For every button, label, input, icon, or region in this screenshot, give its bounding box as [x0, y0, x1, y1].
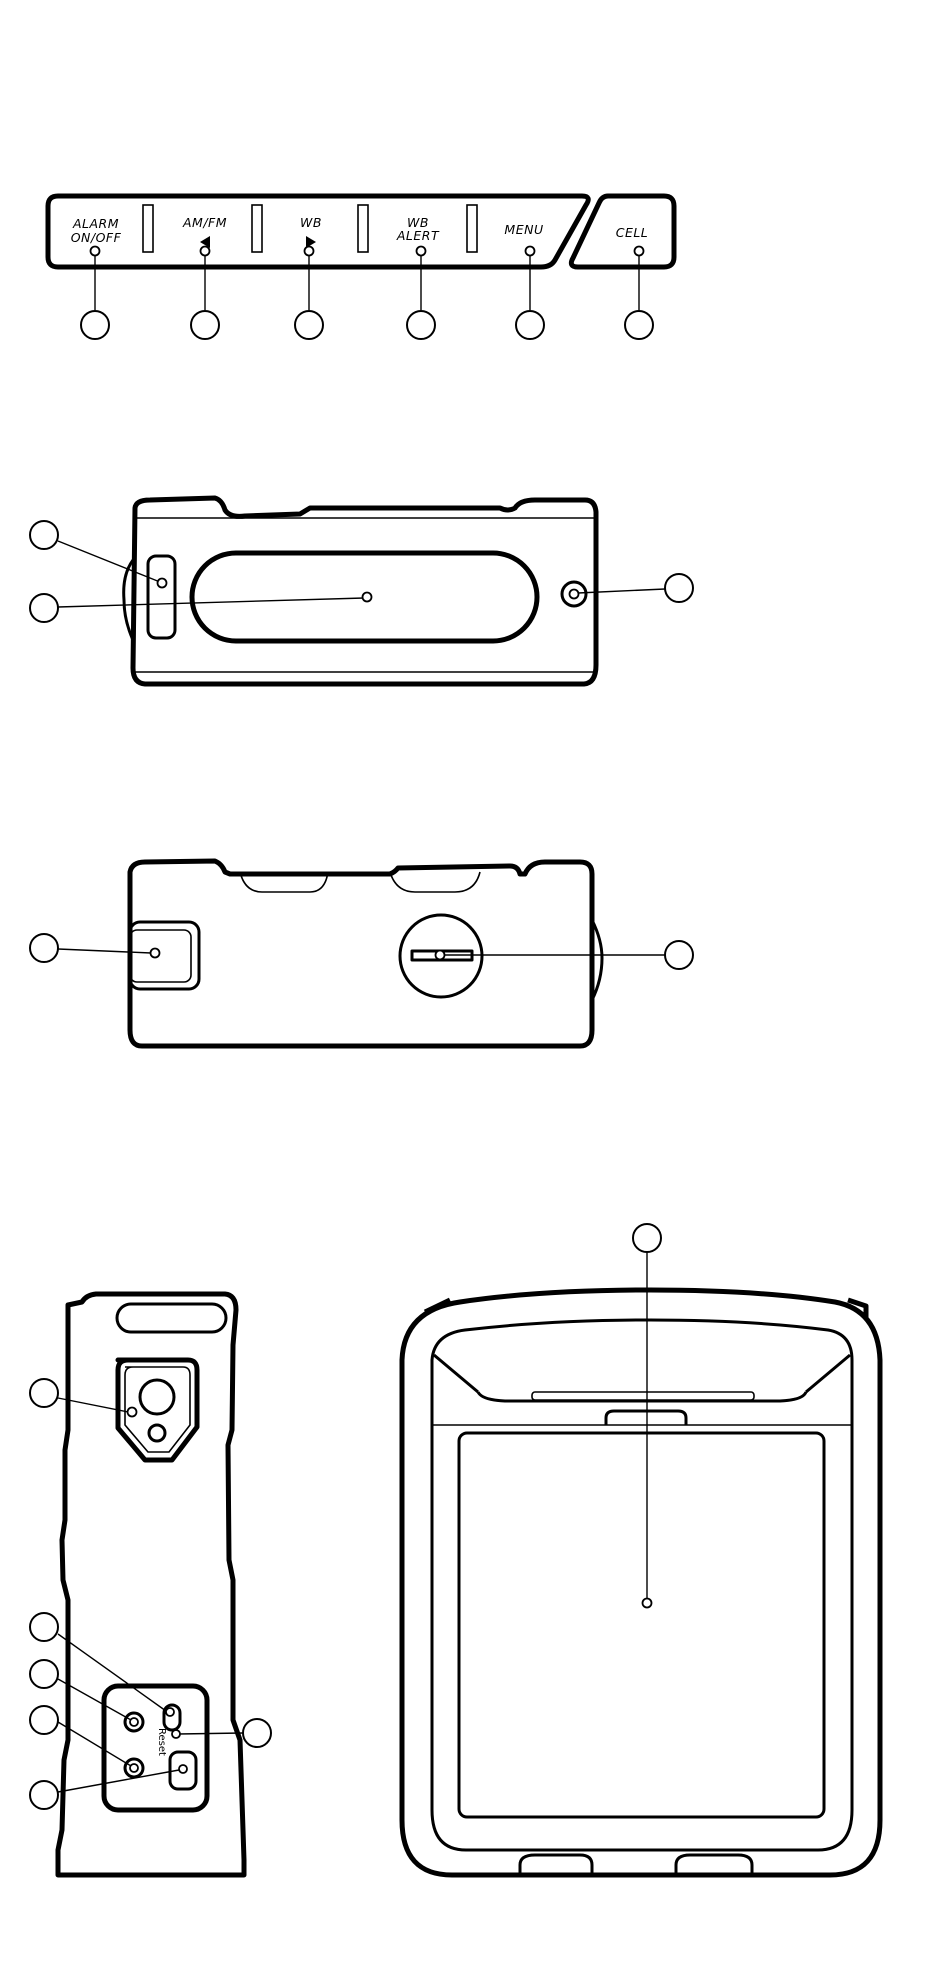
wb-label: WB	[300, 215, 322, 230]
alarm-label: ALARM	[72, 216, 119, 231]
menu-label: MENU	[504, 222, 543, 237]
port-panel	[104, 1686, 207, 1810]
side-view: Reset	[30, 1294, 271, 1875]
control-panel-view: ALARM ON/OFF AM/FM WB WB ALERT MENU CELL	[48, 196, 674, 339]
cell-label: CELL	[616, 225, 649, 240]
top-view	[30, 498, 693, 684]
reset-label: Reset	[156, 1728, 167, 1756]
front-view	[402, 1224, 880, 1875]
alarm-label-line2: ON/OFF	[71, 230, 122, 245]
front-view-body	[402, 1290, 880, 1875]
amfm-label: AM/FM	[182, 215, 227, 230]
wb-alert-label-line2: ALERT	[396, 228, 440, 243]
bottom-view	[30, 861, 693, 1046]
